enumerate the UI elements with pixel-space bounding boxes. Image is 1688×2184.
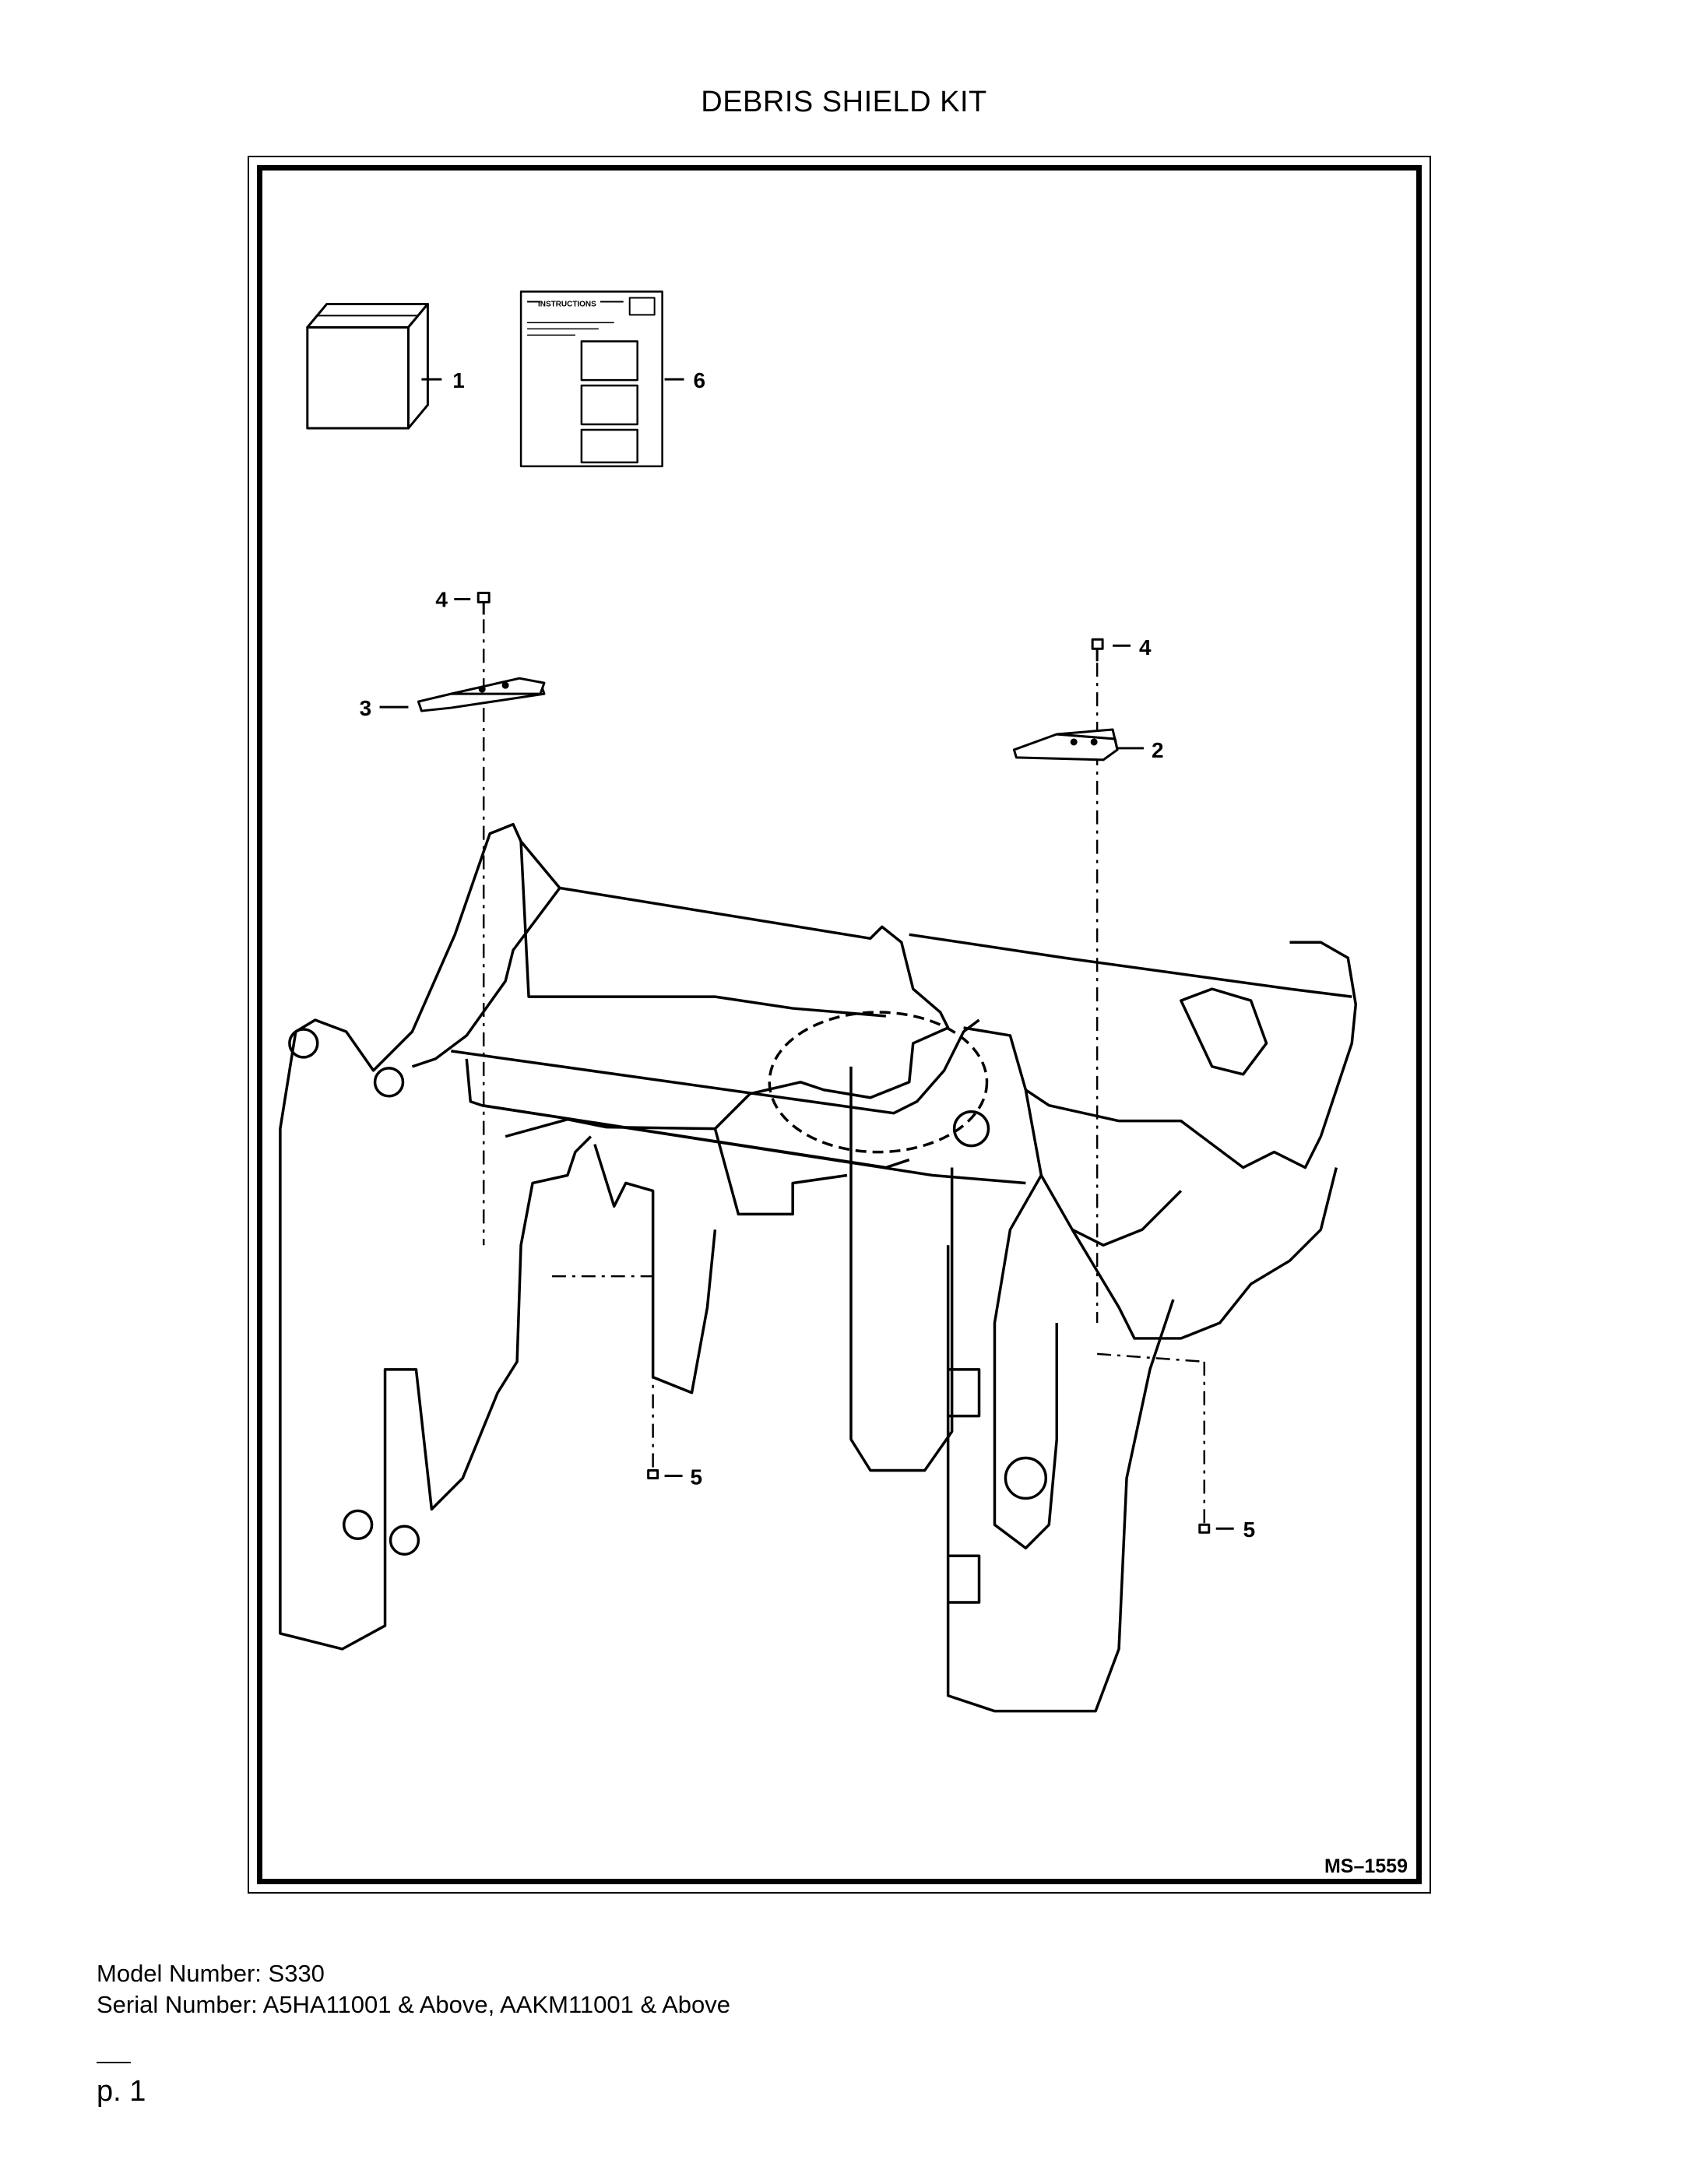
figure-code: MS–1559 (1324, 1855, 1408, 1877)
nut-icon-left (647, 1468, 659, 1479)
model-info: Model Number: S330 Serial Number: A5HA11… (97, 1958, 730, 2020)
exploded-parts-diagram: 1 6 4 4 3 2 5 5 INSTRUCTIONS (279, 290, 1357, 1713)
callout-4-right: 4 (1139, 635, 1152, 659)
callout-5-left: 5 (691, 1465, 703, 1489)
callout-2: 2 (1152, 738, 1164, 762)
nut-icon-right (1198, 1523, 1211, 1534)
shield-bracket-left (417, 677, 546, 712)
page-number: p. 1 (97, 2075, 146, 2108)
callout-5-right: 5 (1243, 1518, 1256, 1542)
box-icon (306, 302, 429, 430)
figure-border (257, 165, 1422, 1884)
callout-3: 3 (360, 696, 372, 720)
loader-frame (279, 822, 1357, 1713)
page-title: DEBRIS SHIELD KIT (701, 86, 987, 118)
callout-6: 6 (693, 368, 705, 392)
bolt-icon-right (1091, 638, 1104, 662)
instruction-sheet-heading: INSTRUCTIONS (538, 300, 596, 308)
bolt-icon-left (477, 591, 491, 615)
serial-number: Serial Number: A5HA11001 & Above, AAKM11… (97, 1991, 730, 2018)
shield-bracket-right (1012, 728, 1119, 761)
model-number: Model Number: S330 (97, 1960, 325, 1987)
callout-1: 1 (452, 368, 465, 392)
figure-frame: 1 6 4 4 3 2 5 5 INSTRUCTIONS MS–1559 (248, 156, 1431, 1894)
footer-divider (97, 2062, 131, 2063)
instruction-sheet-icon (519, 290, 663, 468)
callout-4-left: 4 (435, 587, 448, 611)
